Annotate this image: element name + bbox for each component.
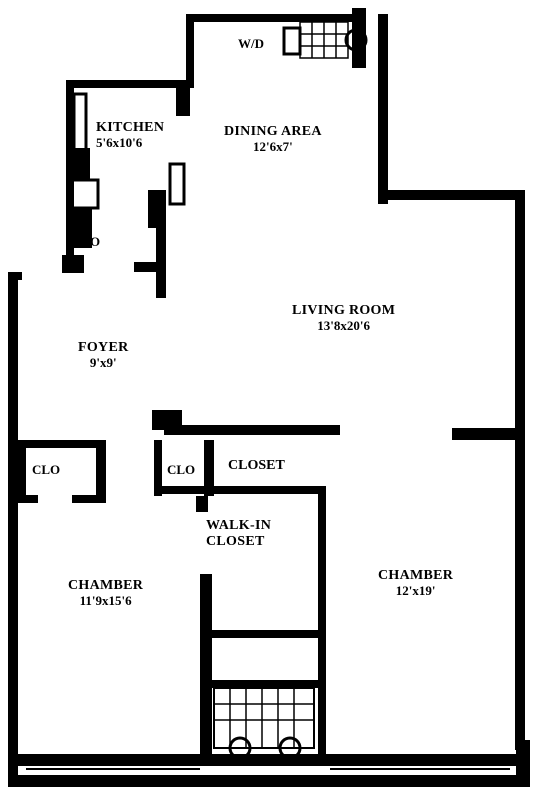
walls xyxy=(8,8,530,787)
washer-dryer-icon xyxy=(282,26,302,56)
dining-name: DINING AREA xyxy=(224,124,322,139)
kitchen-tile-floor xyxy=(299,21,349,59)
kitchen-dim: 5'6x10'6 xyxy=(96,135,143,151)
living-dim: 13'8x20'6 xyxy=(317,318,370,334)
living-name: LIVING ROOM xyxy=(292,303,396,318)
walkin-name-2: CLOSET xyxy=(206,534,265,550)
chamber-right-name: CHAMBER xyxy=(378,568,454,583)
dining-label: DINING AREA 12'6x7' xyxy=(224,124,322,155)
walkin-label: WALK-IN CLOSET xyxy=(206,518,271,550)
kitchen-label: KITCHEN 5'6x10'6 xyxy=(96,120,164,151)
chamber-right-label: CHAMBER 12'x19' xyxy=(378,568,453,599)
clo-kitchen-label: CLO xyxy=(72,234,101,249)
chamber-left-dim: 11'9x15'6 xyxy=(79,593,132,609)
walkin-name-1: WALK-IN xyxy=(206,518,272,533)
closet-label: CLOSET xyxy=(228,458,285,473)
foyer-name: FOYER xyxy=(78,340,129,355)
foyer-dim: 9'x9' xyxy=(89,355,117,371)
wd-label: W/D xyxy=(238,36,264,51)
clo-mid-label: CLO xyxy=(167,462,196,477)
clo-left-label: CLO xyxy=(32,462,61,477)
kitchen-name: KITCHEN xyxy=(96,120,165,135)
toilet-icon xyxy=(228,736,252,760)
toilet-icon xyxy=(344,28,368,52)
fixtures xyxy=(228,26,368,760)
bath-tile-floor xyxy=(214,688,314,748)
chamber-left-name: CHAMBER xyxy=(68,578,144,593)
chamber-left-label: CHAMBER 11'9x15'6 xyxy=(68,578,143,609)
foyer-label: FOYER 9'x9' xyxy=(78,340,129,371)
chamber-right-dim: 12'x19' xyxy=(395,583,436,599)
sink-icon xyxy=(278,736,302,760)
living-label: LIVING ROOM 13'8x20'6 xyxy=(292,303,395,334)
dining-dim: 12'6x7' xyxy=(253,139,293,155)
